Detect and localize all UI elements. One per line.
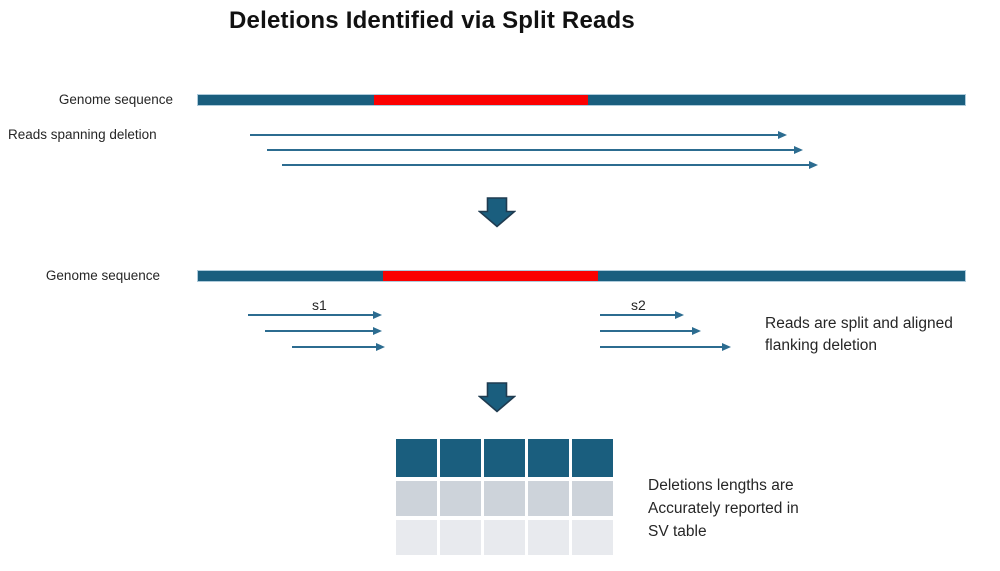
genome-bar-1: [198, 95, 965, 105]
sv-table-header-cell: [484, 439, 525, 477]
spanning-read-arrow: [267, 145, 803, 154]
split-read-arrow-s2: [600, 310, 684, 319]
genome-sequence-label-2: Genome sequence: [45, 268, 160, 283]
sv-table-note: Deletions lengths are Accurately reporte…: [648, 474, 799, 543]
sv-table-header-cell: [440, 439, 481, 477]
split-read-arrow-s1: [265, 326, 382, 335]
split-aligned-note-line2: flanking deletion: [765, 337, 878, 354]
split-aligned-note: Reads are split and aligned flanking del…: [765, 313, 953, 357]
split-read-arrow-s2: [600, 342, 731, 351]
deletion-segment-2: [383, 271, 598, 281]
sv-table-cell: [572, 520, 613, 555]
sv-table-cell: [440, 520, 481, 555]
split-aligned-note-line1: Reads are split and aligned: [765, 315, 953, 332]
sv-table-cell: [396, 520, 437, 555]
sv-table-note-line2: Accurately reported in: [648, 500, 799, 517]
genome-bar-2: [198, 271, 965, 281]
genome-sequence-label-1: Genome sequence: [58, 92, 173, 107]
sv-table-note-line3: SV table: [648, 523, 707, 540]
sv-table-cell: [572, 481, 613, 516]
sv-table-header-cell: [396, 439, 437, 477]
deletion-segment-1: [374, 95, 588, 105]
split-read-arrow-s1: [248, 310, 382, 319]
reads-spanning-label: Reads spanning deletion: [8, 127, 157, 142]
sv-table-cell: [440, 481, 481, 516]
spanning-read-arrow: [282, 160, 818, 169]
split-read-arrow-s2: [600, 326, 701, 335]
sv-table-cell: [528, 481, 569, 516]
sv-table-note-line1: Deletions lengths are: [648, 477, 794, 494]
split-read-s2-label: s2: [631, 297, 646, 313]
sv-table-cell: [484, 520, 525, 555]
sv-table: [396, 439, 613, 555]
sv-table-header-cell: [572, 439, 613, 477]
spanning-read-arrow: [250, 130, 787, 139]
sv-table-cell: [484, 481, 525, 516]
split-read-s1-label: s1: [312, 297, 327, 313]
split-read-arrow-s1: [292, 342, 385, 351]
sv-table-cell: [396, 481, 437, 516]
sv-table-header-cell: [528, 439, 569, 477]
down-arrow-icon: [478, 382, 516, 413]
down-arrow-icon: [478, 197, 516, 228]
sv-table-cell: [528, 520, 569, 555]
diagram-title: Deletions Identified via Split Reads: [229, 7, 635, 34]
